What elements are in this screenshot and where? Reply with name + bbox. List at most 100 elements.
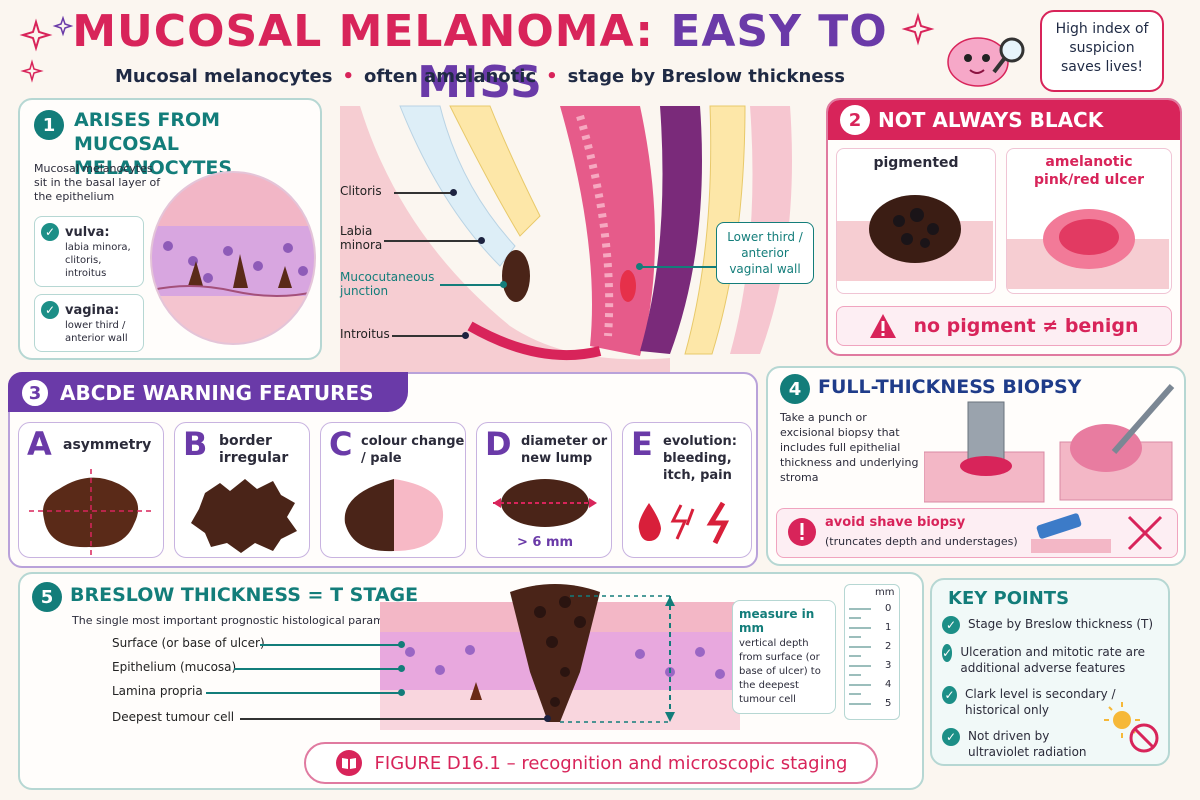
figure-caption: FIGURE D16.1 – recognition and microscop… bbox=[374, 752, 848, 774]
feature-letter: D bbox=[485, 425, 512, 463]
measure-title: measure in mm bbox=[739, 607, 815, 635]
measure-text: vertical depth from surface (or base of … bbox=[739, 638, 821, 705]
colour-change-lesion-image bbox=[344, 479, 444, 552]
leader-dot bbox=[636, 263, 643, 270]
title-part2: EASY TO MISS bbox=[417, 6, 888, 108]
ruler-tick: 2 bbox=[885, 641, 892, 652]
ruler-marks bbox=[849, 608, 871, 705]
feature-text: evolution: bleeding, itch, pain bbox=[663, 434, 737, 483]
layer-label: Lamina propria bbox=[112, 684, 203, 698]
label-introitus: Introitus bbox=[340, 327, 390, 341]
avoid-title: avoid shave biopsy bbox=[825, 515, 966, 530]
page-title: MUCOSAL MELANOMA: EASY TO MISS bbox=[40, 6, 920, 108]
leader-dot bbox=[544, 715, 551, 722]
pigmented-label: pigmented bbox=[873, 155, 959, 171]
section-header-bar bbox=[828, 100, 1180, 140]
warning-text: no pigment ≠ benign bbox=[913, 315, 1139, 337]
leader-line bbox=[640, 266, 716, 268]
panel-not-always-black: 2 NOT ALWAYS BLACK pigmented amelanotic … bbox=[826, 98, 1182, 356]
feature-text: asymmetry bbox=[63, 437, 152, 453]
leader-line bbox=[206, 692, 400, 694]
sparkle-icon bbox=[19, 15, 74, 83]
layer-label: Surface (or base of ulcer) bbox=[112, 636, 265, 650]
subtitle-item: stage by Breslow thickness bbox=[567, 66, 845, 87]
key-point-text: Stage by Breslow thickness (T) bbox=[968, 617, 1154, 631]
subtitle: Mucosal melanocytes•often amelanotic•sta… bbox=[40, 66, 920, 87]
list-item: ✓ Clark level is secondary / historical o… bbox=[942, 686, 1164, 718]
book-icon bbox=[335, 750, 362, 776]
check-icon: ✓ bbox=[942, 728, 960, 746]
blood-drop-icon bbox=[638, 501, 730, 545]
figure-caption-box: FIGURE D16.1 – recognition and microscop… bbox=[304, 742, 878, 784]
pigmented-lesion-image bbox=[837, 195, 993, 281]
feature-card-a: A asymmetry bbox=[18, 422, 164, 558]
leader-dot bbox=[398, 641, 405, 648]
breslow-histology-image bbox=[380, 584, 740, 730]
ruler-unit: mm bbox=[875, 587, 895, 598]
leader-dot bbox=[450, 189, 457, 196]
section-title: ABCDE WARNING FEATURES bbox=[60, 381, 374, 405]
check-icon: ✓ bbox=[942, 644, 953, 662]
key-points-title: KEY POINTS bbox=[948, 588, 1070, 609]
vagina-card: ✓ vagina: lower third / anterior wall bbox=[34, 294, 144, 352]
section-title: ARISES FROM MUCOSAL MELANOCYTES bbox=[74, 108, 320, 180]
leader-dot bbox=[398, 689, 405, 696]
ruler-tick: 1 bbox=[885, 622, 892, 633]
avoid-detail: (truncates depth and understages) bbox=[825, 535, 1018, 548]
warning-box: no pigment ≠ benign bbox=[836, 306, 1172, 346]
key-points-list: ✓Stage by Breslow thickness (T) ✓Ulcerat… bbox=[942, 616, 1164, 770]
callout-anterior-wall: Lower third / anterior vaginal wall bbox=[716, 222, 814, 284]
vulva-detail: labia minora, clitoris, introitus bbox=[65, 242, 131, 279]
feature-text: colour change / pale bbox=[361, 434, 465, 466]
vagina-title: vagina: bbox=[65, 302, 120, 318]
leader-dot bbox=[500, 281, 507, 288]
section-subtitle: The single most important prognostic his… bbox=[72, 614, 407, 627]
melanocyte-histology-image bbox=[150, 171, 316, 345]
leader-line bbox=[240, 718, 546, 720]
check-icon: ✓ bbox=[942, 686, 958, 704]
sparkle-icon bbox=[901, 12, 935, 46]
label-mucocutaneous-junction: Mucocutaneous junction bbox=[340, 270, 435, 298]
leader-line bbox=[260, 644, 400, 646]
section-number: 4 bbox=[780, 374, 810, 404]
subtitle-item: often amelanotic bbox=[363, 66, 537, 87]
vulva-card: ✓vulva: labia minora, clitoris, introitu… bbox=[34, 216, 144, 287]
feature-text: border irregular bbox=[219, 433, 289, 466]
alert-icon bbox=[788, 518, 816, 546]
section-number: 3 bbox=[20, 378, 50, 408]
panel-abcde: 3 ABCDE WARNING FEATURES A asymmetry B b… bbox=[8, 372, 758, 568]
punch-biopsy-image bbox=[924, 384, 1175, 503]
section-title: BRESLOW THICKNESS = T STAGE bbox=[70, 584, 419, 606]
feature-card-b: B border irregular bbox=[174, 422, 310, 558]
key-point-text: Clark level is secondary / historical on… bbox=[965, 687, 1116, 717]
speech-bubble: High index of suspicion saves lives! bbox=[1040, 10, 1164, 92]
mm-ruler: mm 0 1 2 3 4 5 bbox=[844, 584, 900, 720]
section-title: FULL-THICKNESS BIOPSY bbox=[818, 376, 1082, 398]
leader-line bbox=[440, 284, 502, 286]
leader-line bbox=[394, 192, 452, 194]
melanocyte-caption: Mucosal melanocytes sit in the basal lay… bbox=[34, 162, 161, 203]
leader-line bbox=[384, 240, 480, 242]
section-header-bar bbox=[8, 372, 408, 412]
leader-line bbox=[392, 335, 464, 337]
feature-letter: E bbox=[631, 425, 653, 463]
vagina-detail: lower third / anterior wall bbox=[65, 320, 128, 344]
ruler-tick: 4 bbox=[885, 679, 892, 690]
section-number: 1 bbox=[34, 110, 64, 140]
diameter-threshold: > 6 mm bbox=[517, 535, 574, 550]
list-item: ✓ Ulceration and mitotic rate are additio… bbox=[942, 644, 1164, 676]
feature-letter: B bbox=[183, 425, 208, 463]
title-line: MUCOSAL MELANOCYTES bbox=[74, 133, 233, 179]
section-number: 2 bbox=[840, 105, 870, 135]
biopsy-instructions: Take a punch or excisional biopsy that i… bbox=[780, 411, 919, 484]
key-point-text: Ulceration and mitotic rate are addition… bbox=[960, 645, 1146, 675]
section-number: 5 bbox=[32, 582, 62, 612]
panel-key-points: KEY POINTS ✓ Stage by Breslow thickness (… bbox=[930, 578, 1170, 766]
diameter-lesion-image bbox=[493, 479, 597, 527]
layer-label: Epithelium (mucosa) bbox=[112, 660, 237, 674]
ruler-tick: 5 bbox=[885, 698, 892, 709]
check-icon: ✓ bbox=[41, 301, 59, 319]
avoid-box: avoid shave biopsy (truncates depth and … bbox=[776, 508, 1178, 558]
warning-icon bbox=[870, 314, 897, 338]
ruler-tick: 0 bbox=[885, 603, 892, 614]
